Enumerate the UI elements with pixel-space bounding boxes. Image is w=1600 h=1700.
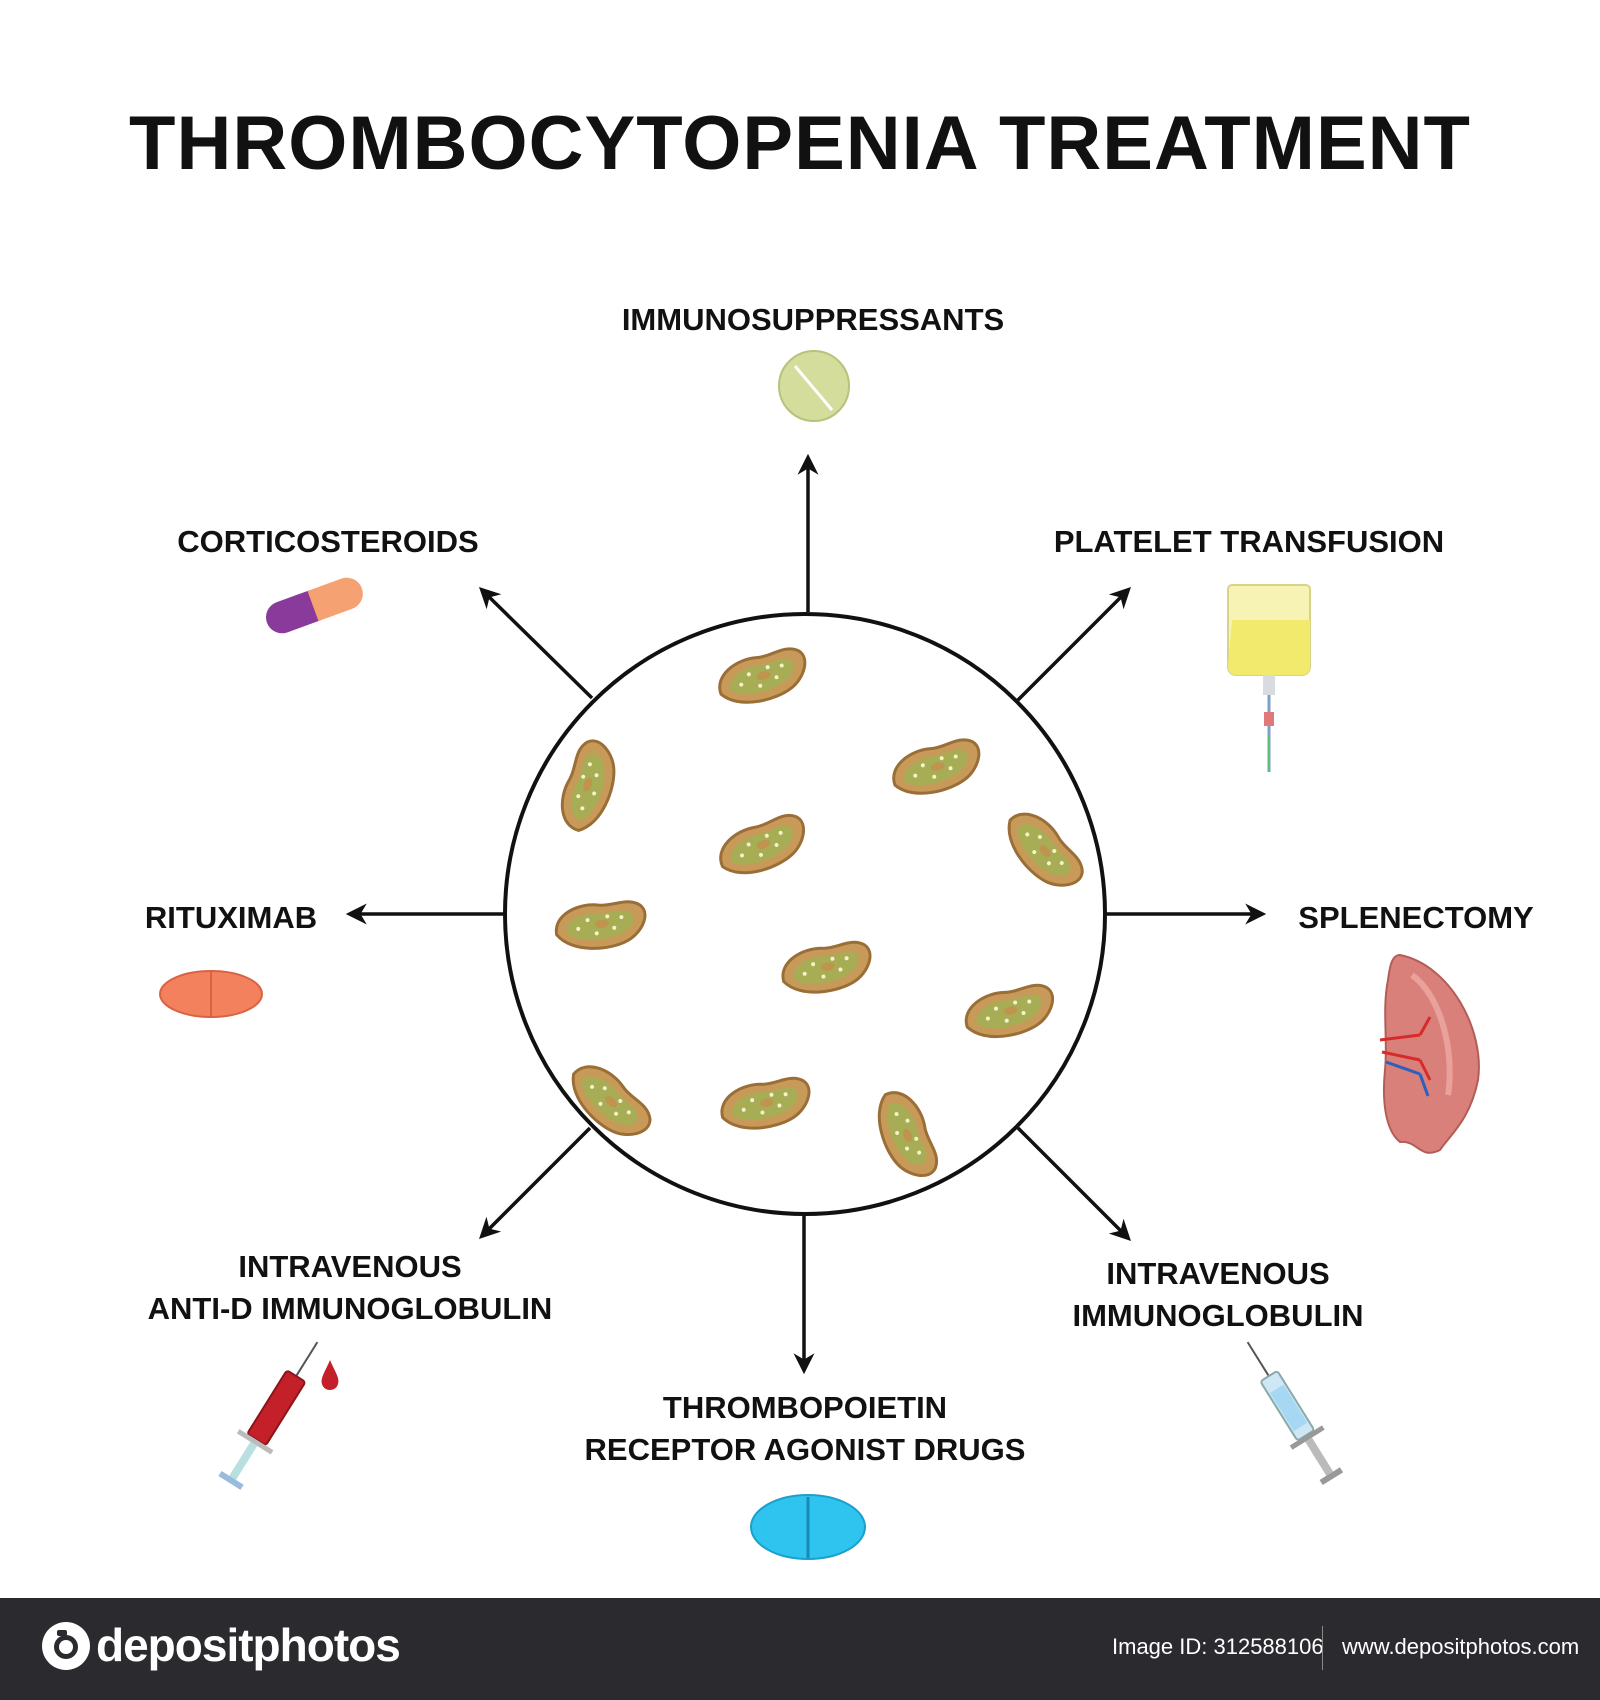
label-platelet-transfusion: PLATELET TRANSFUSION — [1054, 524, 1444, 559]
platelet-cell — [720, 1076, 811, 1130]
arrow-iv-immunoglobulin — [1016, 1126, 1131, 1241]
label-splenectomy: SPLENECTOMY — [1298, 900, 1534, 935]
syringe-blue-icon — [1246, 1341, 1344, 1486]
platelet-cell — [571, 1065, 652, 1136]
spleen-icon — [1379, 953, 1480, 1154]
blood-drop-icon — [321, 1360, 339, 1390]
label-rituximab: RITUXIMAB — [145, 900, 317, 935]
arrow-corticosteroids — [479, 587, 594, 700]
label-anti-d-line1: INTRAVENOUS — [238, 1249, 461, 1284]
iv-bag-icon — [1227, 584, 1311, 772]
round-tablet-icon — [778, 350, 850, 422]
label-tpo-agonist-line1: THROMBOPOIETIN — [663, 1390, 947, 1425]
brand-logo[interactable]: depositphotos — [96, 1619, 401, 1671]
diagram-title: THROMBOCYTOPENIA TREATMENT — [129, 101, 1471, 186]
platelet-cell — [719, 813, 805, 875]
platelets-group — [554, 647, 1084, 1177]
label-corticosteroids: CORTICOSTEROIDS — [177, 524, 478, 559]
platelet-cell — [877, 1091, 939, 1177]
platelet-cell — [892, 738, 981, 795]
label-immunosuppressants: IMMUNOSUPPRESSANTS — [622, 302, 1004, 337]
platelet-cell — [554, 900, 647, 950]
label-iv-immunoglobulin-line2: IMMUNOGLOBULIN — [1072, 1298, 1363, 1333]
labels-group: IMMUNOSUPPRESSANTS PLATELET TRANSFUSION SP… — [145, 302, 1534, 1467]
treatment-diagram: IMMUNOSUPPRESSANTS PLATELET TRANSFUSION SP… — [145, 302, 1534, 1560]
platelet-cell — [718, 647, 807, 704]
platelet-cell — [964, 983, 1055, 1039]
arrow-anti-d — [479, 1126, 592, 1239]
syringe-red-icon — [218, 1341, 319, 1490]
arrows-group — [345, 453, 1267, 1375]
oval-tablet-orange-icon — [159, 970, 263, 1018]
oval-tablet-blue-icon — [750, 1494, 866, 1560]
image-id-text: Image ID: 312588106 — [1112, 1634, 1324, 1659]
footer-bar: depositphotos Image ID: 312588106 www.de… — [0, 1598, 1600, 1700]
site-url-link[interactable]: www.depositphotos.com — [1342, 1634, 1580, 1659]
platelet-cell — [1007, 812, 1084, 887]
camera-logo-icon — [42, 1622, 90, 1670]
arrow-platelet-transfusion — [1016, 587, 1131, 702]
label-iv-immunoglobulin-line1: INTRAVENOUS — [1106, 1256, 1329, 1291]
label-tpo-agonist-line2: RECEPTOR AGONIST DRUGS — [585, 1432, 1026, 1467]
label-anti-d-line2: ANTI-D IMMUNOGLOBULIN — [148, 1291, 553, 1326]
capsule-icon — [265, 577, 363, 634]
platelet-cell — [781, 940, 872, 994]
platelet-cell — [560, 739, 616, 832]
footer-divider — [1322, 1626, 1323, 1670]
